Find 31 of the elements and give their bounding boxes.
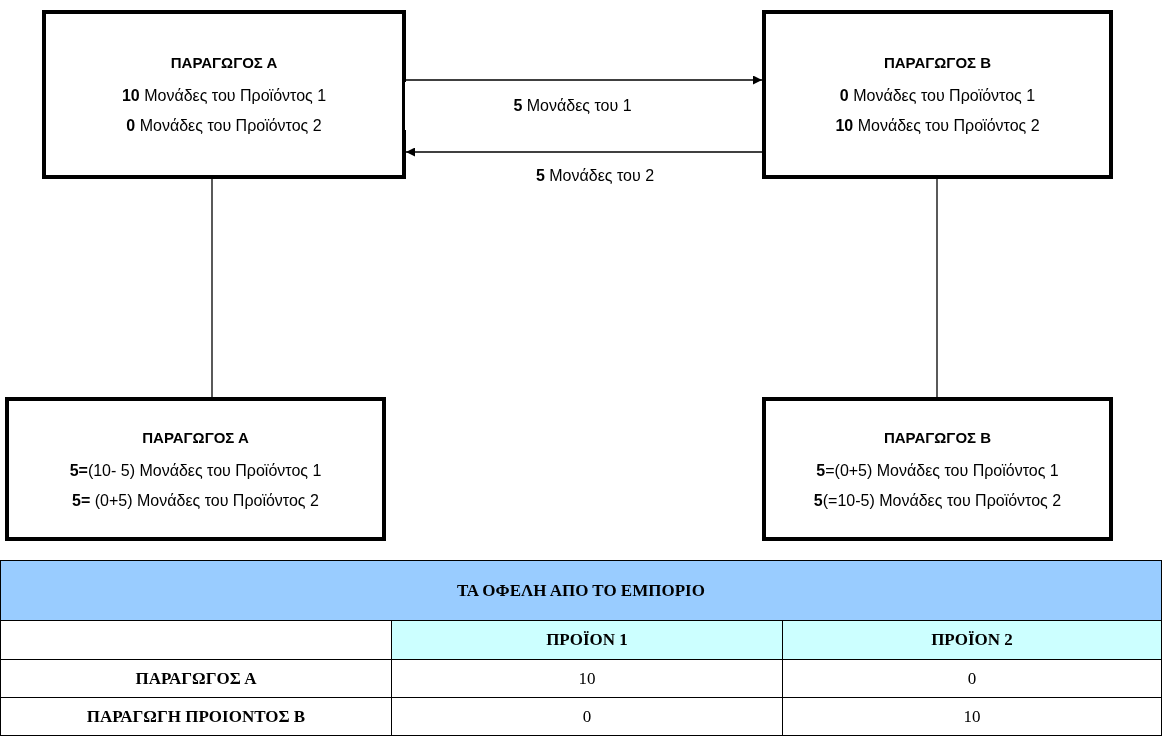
quantity-text: 0 Μονάδες του Προϊόντος 1: [839, 86, 1036, 106]
quantity-text: 5=(10- 5) Μονάδες του Προϊόντος 1: [69, 460, 322, 481]
producer-title: ΠΑΡΑΓΩΓΟΣ Α: [170, 53, 278, 73]
quantity-text: 5(=10-5) Μονάδες του Προϊόντος 2: [813, 490, 1062, 511]
producer-box: [42, 10, 406, 179]
edge-label: 5 Μονάδες του 2: [535, 166, 655, 185]
table-value: 10: [391, 659, 783, 698]
connector-line: [211, 178, 213, 398]
edge-label: 5 Μονάδες του 1: [513, 97, 632, 115]
connector-line: [936, 178, 938, 398]
quantity-text: 10 Μονάδες του Προϊόντος 2: [835, 116, 1040, 136]
arrow: [405, 147, 763, 157]
producer-title: ΠΑΡΑΓΩΓΟΣ Α: [142, 427, 249, 448]
column-header: ΠΡΟΪΟΝ 1: [391, 620, 783, 660]
table-value: 10: [782, 697, 1162, 736]
producer-box: [762, 10, 1113, 179]
quantity-text: 0 Μονάδες του Προϊόντος 2: [126, 116, 322, 136]
row-header: ΠΑΡΑΓΩΓΟΣ Α: [0, 659, 392, 698]
quantity-text: 5= (0+5) Μονάδες του Προϊόντος 2: [72, 490, 319, 511]
arrow: [405, 75, 763, 85]
quantity-text: 5=(0+5) Μονάδες του Προϊόντος 1: [816, 460, 1059, 481]
column-header: ΠΡΟΪΟΝ 2: [782, 620, 1162, 660]
quantity-text: 10 Μονάδες του Προϊόντος 1: [121, 86, 327, 106]
row-header: ΠΑΡΑΓΩΓΗ ΠΡΟΙΟΝΤΟΣ Β: [0, 697, 392, 736]
table-title: ΤΑ ΟΦΕΛΗ ΑΠΟ ΤΟ ΕΜΠΟΡΙΟ: [0, 560, 1162, 621]
producer-title: ΠΑΡΑΓΩΓΟΣ Β: [883, 427, 992, 448]
producer-box: [5, 397, 386, 541]
table-value: 0: [782, 659, 1162, 698]
producer-title: ΠΑΡΑΓΩΓΟΣ Β: [883, 53, 992, 73]
producer-box: [762, 397, 1113, 541]
table-value: 0: [391, 697, 783, 736]
